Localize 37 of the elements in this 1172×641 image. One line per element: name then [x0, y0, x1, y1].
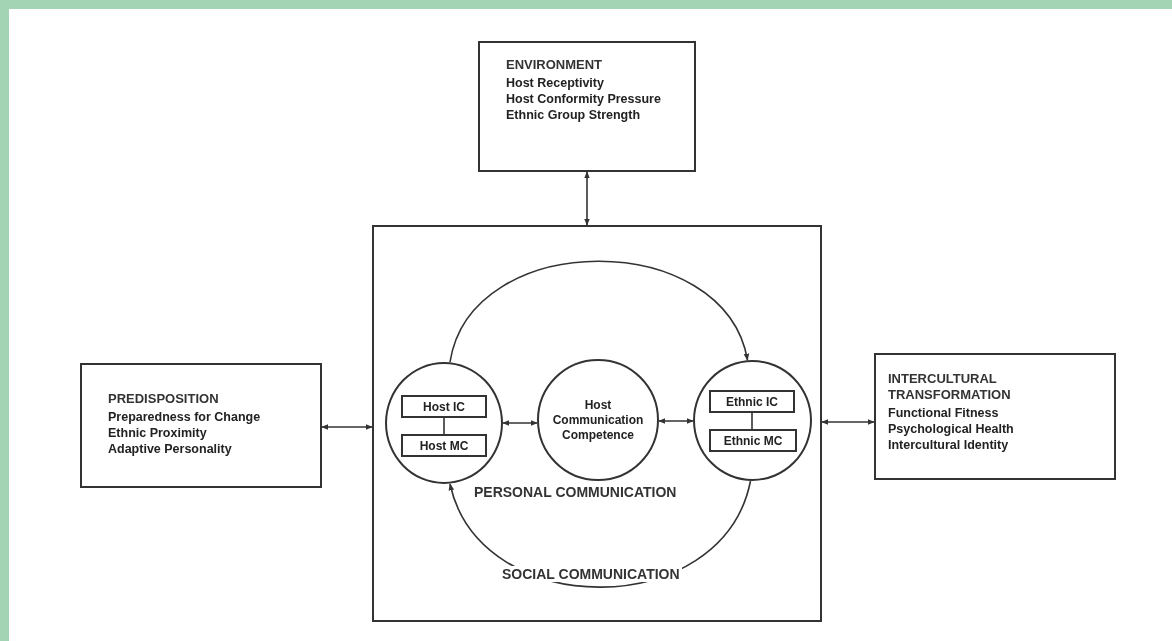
node-label: Host Communication Competence	[551, 397, 645, 443]
section-label: PERSONAL COMMUNICATION	[473, 484, 678, 500]
node-label: Ethnic MC	[723, 433, 783, 448]
double-arrow	[658, 418, 694, 424]
concept-box	[478, 41, 696, 172]
double-arrow	[502, 420, 538, 426]
factor-text: Adaptive Personality	[108, 441, 233, 457]
box-heading: INTERCULTURAL TRANSFORMATION	[888, 371, 1012, 403]
label-box	[401, 434, 487, 457]
concept-box	[80, 363, 322, 488]
curved-arrow	[449, 260, 749, 363]
factor-text: Intercultural Identity	[888, 437, 1010, 453]
communication-circle	[693, 360, 812, 481]
factor-text: Ethnic Proximity	[108, 425, 208, 441]
label-box	[709, 429, 797, 452]
node-label: Host IC	[423, 399, 465, 414]
factor-text: Psychological Health	[888, 421, 1015, 437]
node-label: Ethnic IC	[726, 394, 778, 409]
factor-text: Host Conformity Pressure	[506, 91, 662, 107]
box-heading: PREDISPOSITION	[108, 391, 220, 407]
double-arrow	[821, 419, 875, 425]
competence-circle	[537, 359, 659, 481]
concept-box	[874, 353, 1116, 480]
connector-line	[751, 412, 753, 430]
double-arrow	[584, 171, 590, 226]
double-arrow	[321, 424, 373, 430]
factor-text: Ethnic Group Strength	[506, 107, 642, 123]
edge-label: SOCIAL COMMUNICATION	[500, 566, 682, 582]
label-box	[709, 390, 795, 413]
factor-text: Preparedness for Change	[108, 409, 262, 425]
label-box	[401, 395, 487, 418]
factor-text: Host Receptivity	[506, 75, 605, 91]
communication-circle	[385, 362, 503, 484]
connector-line	[443, 417, 445, 435]
box-heading: ENVIRONMENT	[506, 57, 604, 73]
factor-text: Functional Fitness	[888, 405, 1000, 421]
node-label: Host MC	[419, 438, 469, 453]
